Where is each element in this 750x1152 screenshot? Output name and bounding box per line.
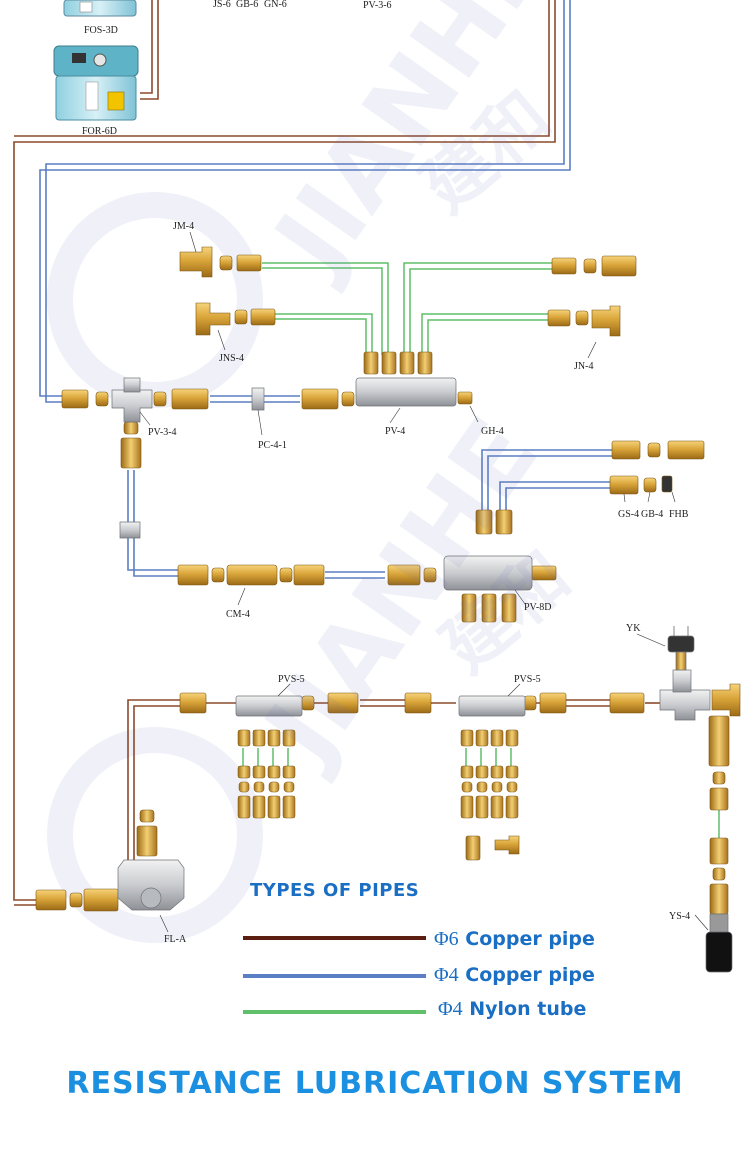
- label-gs-4: GS-4: [618, 509, 640, 520]
- label-pv-8d: PV-8D: [524, 602, 552, 613]
- label-gn-6: GN-6: [264, 0, 287, 10]
- pvs-nozzles: [237, 729, 519, 819]
- pump-for-6d: [53, 45, 139, 121]
- label-fos-3d: FOS-3D: [84, 25, 118, 36]
- label-cm-4: CM-4: [226, 609, 250, 620]
- label-jns-4: JNS-4: [219, 353, 245, 364]
- label-yk: YK: [626, 623, 641, 634]
- label-for-6d: FOR-6D: [82, 126, 118, 137]
- distributors: [111, 377, 733, 973]
- legend-symbol: Φ4: [434, 964, 459, 986]
- label-gb-6: GB-6: [236, 0, 259, 10]
- legend-name: Nylon tube: [469, 998, 587, 1020]
- copper-pipe-6: [13, 0, 660, 906]
- label-fl-a: FL-A: [164, 934, 187, 945]
- legend-item-copper-4: Φ4 Copper pipe: [434, 965, 595, 985]
- label-pv-3-6: PV-3-6: [363, 0, 392, 11]
- legend-name: Copper pipe: [465, 928, 595, 950]
- nylon-tube-4: [242, 262, 720, 838]
- label-js-6: JS-6: [213, 0, 231, 10]
- legend-name: Copper pipe: [465, 964, 595, 986]
- label-pv-4: PV-4: [385, 426, 406, 437]
- page-title: RESISTANCE LUBRICATION SYSTEM: [66, 1066, 684, 1101]
- legend-item-nylon-4: Φ4 Nylon tube: [438, 999, 586, 1019]
- legend-symbol: Φ4: [438, 998, 463, 1020]
- fittings: [35, 246, 741, 915]
- label-gb-4: GB-4: [641, 509, 664, 520]
- copper-pipe-4: [39, 0, 612, 579]
- leader-lines: [139, 231, 709, 933]
- legend-item-copper-6: Φ6 Copper pipe: [434, 929, 595, 949]
- pump-fos-3d: [63, 0, 137, 17]
- label-jm-4: JM-4: [173, 221, 195, 232]
- label-gh-4: GH-4: [481, 426, 504, 437]
- label-pvs-5-left: PVS-5: [278, 674, 305, 685]
- legend-lines: [243, 936, 426, 1014]
- label-ys-4: YS-4: [669, 911, 691, 922]
- legend-title: TYPES OF PIPES: [250, 880, 420, 901]
- label-jn-4: JN-4: [574, 361, 594, 372]
- label-pvs-5-right: PVS-5: [514, 674, 541, 685]
- label-pc-4-1: PC-4-1: [258, 440, 287, 451]
- label-fhb: FHB: [669, 509, 689, 520]
- legend-symbol: Φ6: [434, 928, 459, 950]
- label-pv-3-4: PV-3-4: [148, 427, 177, 438]
